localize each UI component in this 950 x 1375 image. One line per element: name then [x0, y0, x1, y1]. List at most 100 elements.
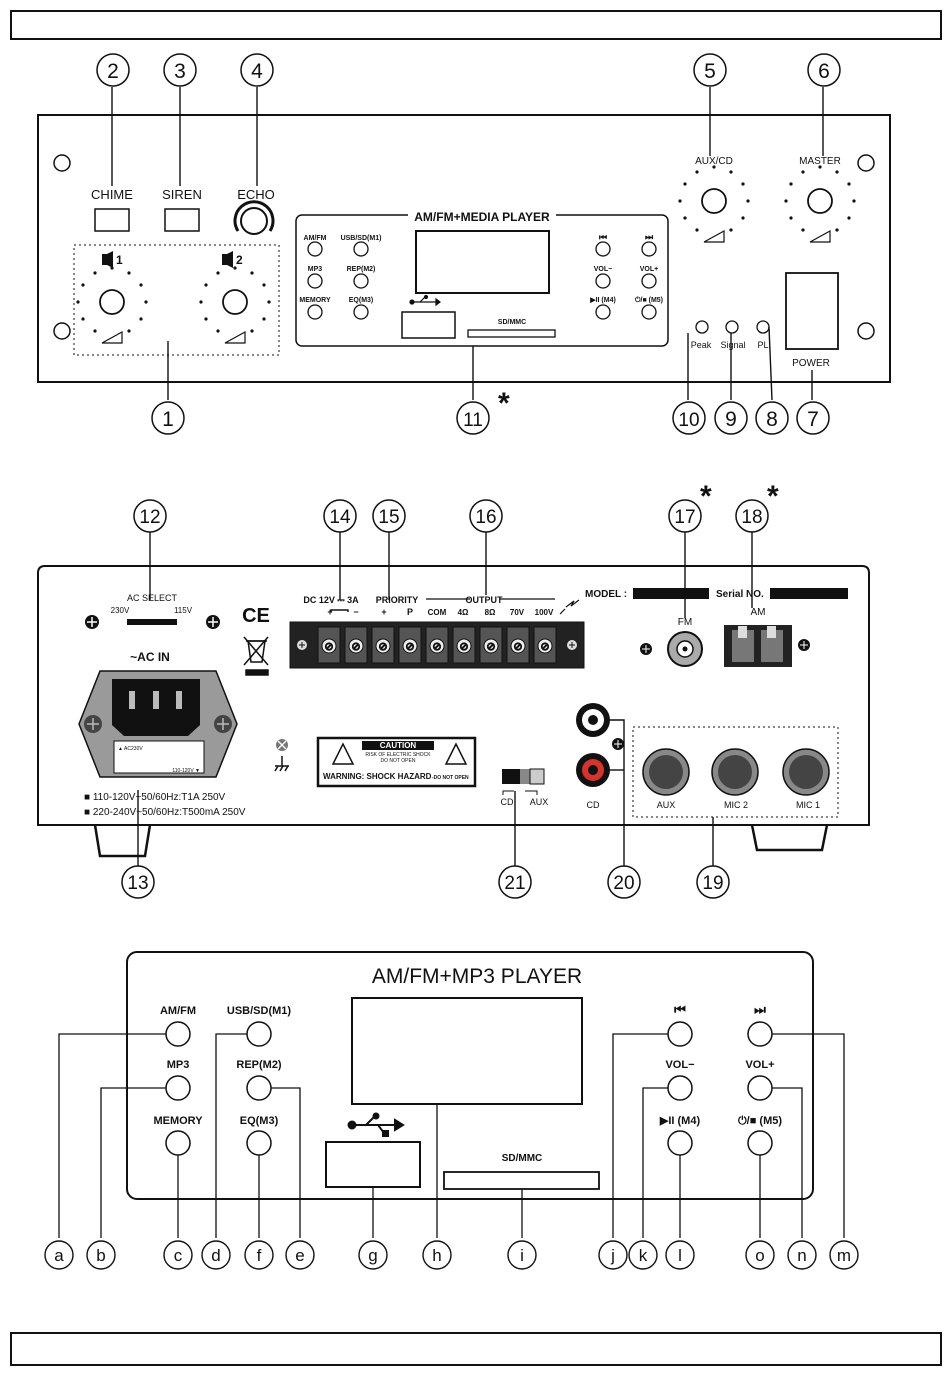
screw-icon: [84, 715, 102, 733]
usb-sd-label: USB/SD(M1): [227, 1005, 292, 1017]
echo-label: ECHO: [237, 187, 275, 202]
fm-antenna-jack[interactable]: [667, 631, 703, 667]
ce-mark: CE: [242, 605, 270, 627]
mic-aux-input-group: [632, 726, 839, 818]
power-stop-button[interactable]: [641, 304, 657, 320]
optional-asterisk: *: [498, 387, 510, 420]
vol-plus-button[interactable]: [747, 1075, 773, 1101]
fuse-holder[interactable]: [113, 740, 205, 774]
mic2-input-jack[interactable]: [711, 748, 759, 796]
terminal-100v[interactable]: ⊘: [540, 641, 550, 654]
front-panel: CHIME SIREN ECHO 1 2 AM/FM+MEDIA PLAYER …: [37, 53, 891, 435]
next-button[interactable]: [747, 1021, 773, 1047]
lcd-display: [415, 230, 550, 294]
sd-card-slot[interactable]: [443, 1171, 600, 1190]
svg-text:g: g: [368, 1246, 377, 1265]
rca-jack-white[interactable]: [576, 703, 610, 737]
next-label: ⏭: [754, 1002, 766, 1017]
230v-label: 230V: [111, 606, 130, 615]
mp3-button[interactable]: [165, 1075, 191, 1101]
eq-button[interactable]: [353, 304, 369, 320]
mount-hole: [857, 322, 875, 340]
power-switch[interactable]: [785, 272, 839, 350]
aux-switch-label: AUX: [530, 797, 549, 807]
aux-cd-volume-knob[interactable]: [678, 165, 750, 232]
terminal-4-ohm[interactable]: ⊘: [459, 641, 469, 654]
terminal-dc-plus[interactable]: ⊘: [324, 641, 334, 654]
signal-label: Signal: [720, 340, 745, 350]
terminal-dc-minus[interactable]: ⊘: [351, 641, 361, 654]
usb-sd-button[interactable]: [246, 1021, 272, 1047]
svg-text:m: m: [837, 1246, 851, 1265]
next-button[interactable]: [641, 241, 657, 257]
mp3-button[interactable]: [307, 273, 323, 289]
eq-label: EQ(M3): [349, 297, 374, 304]
am-antenna-label: AM: [751, 607, 766, 618]
terminal-com[interactable]: ⊘: [432, 641, 442, 654]
vol-minus-button[interactable]: [595, 273, 611, 289]
play-pause-button[interactable]: [595, 304, 611, 320]
usb-sd-button[interactable]: [353, 241, 369, 257]
svg-text:b: b: [96, 1246, 105, 1265]
usb-port[interactable]: [325, 1141, 421, 1188]
screw-icon: [206, 615, 220, 629]
am-fm-button[interactable]: [165, 1021, 191, 1047]
callout-7: 7: [796, 401, 830, 435]
memory-button[interactable]: [307, 304, 323, 320]
siren-button[interactable]: [164, 208, 200, 232]
mic1-input-jack[interactable]: [782, 748, 830, 796]
mic-icon: [222, 251, 233, 268]
peak-label: Peak: [691, 340, 712, 350]
svg-text:10: 10: [678, 410, 699, 431]
terminal-priority-p[interactable]: ⊘: [405, 641, 415, 654]
ground-screw-icon: [276, 739, 288, 751]
callout-18: 18: [735, 499, 769, 533]
svg-text:8: 8: [766, 408, 778, 431]
rep-button[interactable]: [246, 1075, 272, 1101]
mic1-volume-knob[interactable]: [76, 266, 148, 333]
callout-3: 3: [163, 53, 197, 87]
eq-label: EQ(M3): [240, 1115, 279, 1127]
callout-10: 10: [672, 401, 706, 435]
callout-13: 13: [121, 865, 155, 899]
power-stop-button[interactable]: [747, 1130, 773, 1156]
callout-k: k: [628, 1240, 658, 1270]
vol-minus-button[interactable]: [667, 1075, 693, 1101]
memory-button[interactable]: [165, 1130, 191, 1156]
terminal-70v[interactable]: ⊘: [513, 641, 523, 654]
am-fm-button[interactable]: [307, 241, 323, 257]
volume-ramp-icon: [703, 229, 725, 243]
master-volume-knob[interactable]: [784, 165, 856, 232]
prev-button[interactable]: [595, 241, 611, 257]
cd-aux-switch[interactable]: [502, 768, 545, 785]
shock-warning-icon: [331, 742, 355, 765]
rca-jack-red[interactable]: [576, 753, 610, 787]
terminal-priority-plus[interactable]: ⊘: [378, 641, 388, 654]
vol-plus-button[interactable]: [641, 273, 657, 289]
prev-button[interactable]: [667, 1021, 693, 1047]
ac-select-switch[interactable]: [127, 619, 177, 625]
mic2-volume-knob[interactable]: [199, 266, 271, 333]
svg-text:15: 15: [378, 507, 399, 528]
rep-label: REP(M2): [236, 1059, 282, 1071]
chime-button[interactable]: [94, 208, 130, 232]
rep-button[interactable]: [353, 273, 369, 289]
echo-knob[interactable]: [233, 200, 275, 235]
front-callout-lines: [111, 87, 824, 401]
mp3-label: MP3: [167, 1059, 190, 1071]
am-antenna-clips[interactable]: [724, 625, 792, 667]
vol-minus-label: VOL−: [665, 1059, 694, 1071]
usb-port[interactable]: [401, 311, 456, 339]
volume-ramp-icon: [809, 229, 831, 243]
svg-text:2: 2: [107, 60, 119, 83]
power-stop-label: ⏻/■ (M5): [635, 296, 663, 304]
eq-button[interactable]: [246, 1130, 272, 1156]
callout-h: h: [422, 1240, 452, 1270]
header-bar: [10, 10, 942, 40]
svg-text:18: 18: [741, 507, 762, 528]
aux-input-jack[interactable]: [642, 748, 690, 796]
play-pause-button[interactable]: [667, 1130, 693, 1156]
sd-card-slot[interactable]: [467, 329, 556, 338]
terminal-8-ohm[interactable]: ⊘: [486, 641, 496, 654]
usb-icon: [347, 1112, 405, 1137]
